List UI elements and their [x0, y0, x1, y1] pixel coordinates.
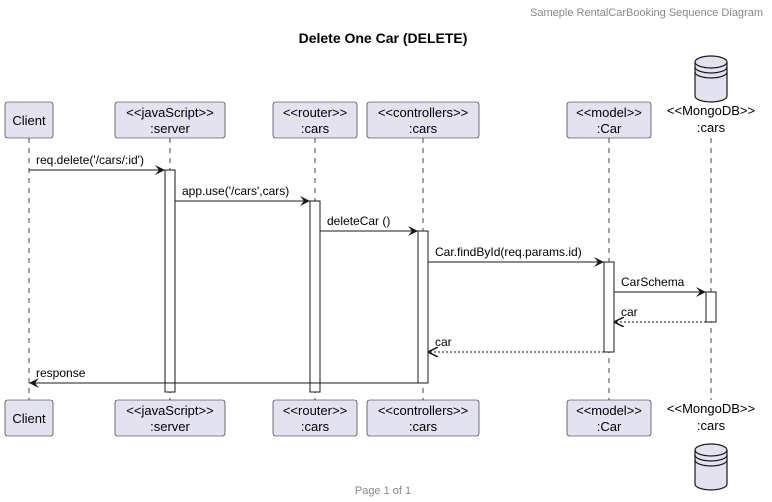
activation-mongodb — [705, 291, 717, 323]
participant-mongodb-top: <<MongoDB>> :cars — [667, 55, 755, 135]
message-label: response — [36, 366, 86, 380]
participant-mongodb-bottom: <<MongoDB>> :cars — [667, 401, 755, 491]
participant-label: <<router>> — [283, 105, 347, 120]
diagram-footer: Page 1 of 1 — [355, 485, 411, 497]
participant-server-bottom: <<javaScript>>:server — [114, 399, 226, 437]
participant-box — [4, 101, 54, 139]
participant-label: <<controllers>> — [378, 105, 468, 120]
message-label: deleteCar () — [327, 214, 390, 228]
participant-label: :server — [150, 121, 190, 136]
participant-label: :server — [150, 419, 190, 434]
participant-label: :cars — [409, 121, 438, 136]
participant-client-bottom: Client — [4, 399, 54, 437]
database-icon — [694, 443, 728, 491]
database-icon — [694, 55, 728, 103]
messages: req.delete('/cars/:id') app.use('/cars',c… — [29, 153, 706, 388]
participant-box — [566, 399, 652, 437]
participant-label: <<javaScript>> — [126, 105, 213, 120]
participant-server-top: <<javaScript>>:server — [114, 101, 226, 139]
participants-top: Client<<javaScript>>:server<<router>>:ca… — [4, 55, 755, 139]
participant-label: <<model>> — [576, 403, 642, 418]
participant-label: :cars — [301, 419, 330, 434]
activation-controllers — [417, 230, 429, 384]
message-label: CarSchema — [621, 275, 685, 289]
participant-box — [114, 101, 226, 139]
activation-bars — [164, 169, 717, 393]
participant-label: :cars — [697, 120, 726, 135]
participant-router-bottom: <<router>>:cars — [272, 399, 358, 437]
activation-server — [164, 169, 176, 393]
participant-controllers-top: <<controllers>>:cars — [366, 101, 480, 139]
message-7: car — [428, 335, 604, 352]
message-5: CarSchema — [614, 275, 706, 297]
activation-model — [603, 261, 615, 353]
participant-box — [366, 399, 480, 437]
participants-bottom: Client<<javaScript>>:server<<router>>:ca… — [4, 399, 755, 491]
participant-label: :cars — [301, 121, 330, 136]
participant-label: Client — [12, 411, 46, 426]
participant-box — [272, 399, 358, 437]
participant-label: :Car — [597, 121, 622, 136]
message-label: Car.findById(req.params.id) — [435, 245, 582, 259]
message-1: req.delete('/cars/:id') — [29, 153, 165, 175]
diagram-header: Sameple RentalCarBooking Sequence Diagra… — [530, 7, 763, 19]
participant-label: <<MongoDB>> — [667, 103, 755, 118]
diagram-title: Delete One Car (DELETE) — [299, 30, 468, 46]
participant-box — [566, 101, 652, 139]
participant-client-top: Client — [4, 101, 54, 139]
message-label: car — [621, 305, 638, 319]
participant-controllers-bottom: <<controllers>>:cars — [366, 399, 480, 437]
participant-router-top: <<router>>:cars — [272, 101, 358, 139]
participant-label: :cars — [409, 419, 438, 434]
message-label: car — [435, 335, 452, 349]
participant-box — [114, 399, 226, 437]
message-label: app.use('/cars',cars) — [182, 184, 289, 198]
participant-model-bottom: <<model>>:Car — [566, 399, 652, 437]
participant-box — [366, 101, 480, 139]
participant-label: <<MongoDB>> — [667, 401, 755, 416]
participant-label: <<controllers>> — [378, 403, 468, 418]
participant-label: Client — [12, 113, 46, 128]
participant-box — [4, 399, 54, 437]
participant-label: :Car — [597, 419, 622, 434]
participant-label: <<javaScript>> — [126, 403, 213, 418]
participant-box — [272, 101, 358, 139]
participant-label: <<model>> — [576, 105, 642, 120]
activation-router — [309, 200, 321, 393]
participant-label: <<router>> — [283, 403, 347, 418]
message-6: car — [614, 305, 706, 322]
message-8: response — [29, 366, 418, 388]
message-label: req.delete('/cars/:id') — [36, 153, 144, 167]
participant-label: :cars — [697, 418, 726, 433]
participant-model-top: <<model>>:Car — [566, 101, 652, 139]
message-4: Car.findById(req.params.id) — [428, 245, 604, 267]
message-3: deleteCar () — [320, 214, 418, 236]
message-2: app.use('/cars',cars) — [175, 184, 310, 206]
